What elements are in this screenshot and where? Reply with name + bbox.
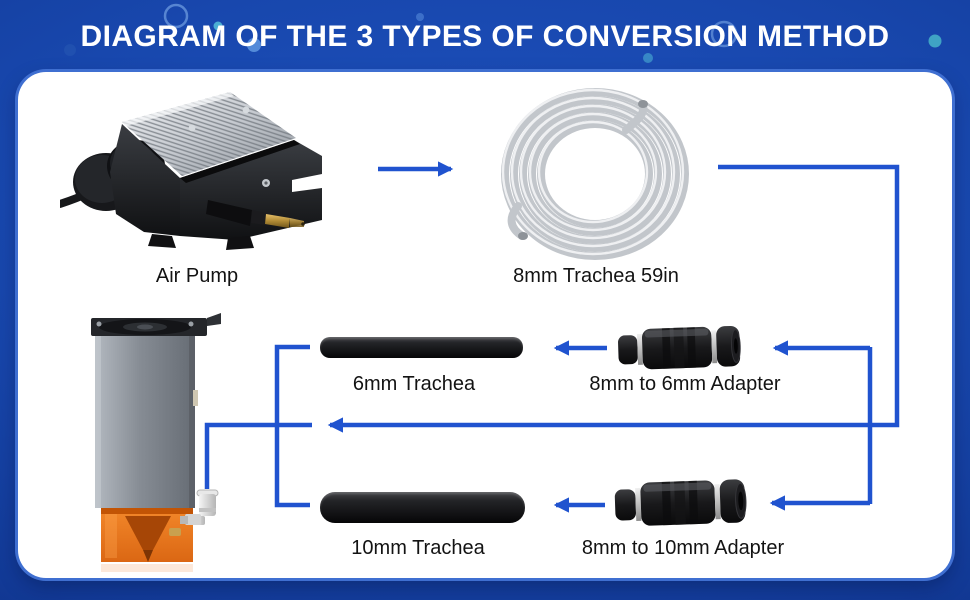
trachea-6mm-label: 6mm Trachea xyxy=(352,373,476,395)
laser-nozzle-cone xyxy=(125,516,171,550)
tube-coil-image xyxy=(501,88,689,260)
module-body xyxy=(95,336,195,508)
brass-nozzle xyxy=(265,214,290,228)
tube-10mm-image xyxy=(320,492,525,523)
air-pump-image xyxy=(60,92,322,250)
trachea-8mm-label: 8mm Trachea 59in xyxy=(513,265,679,287)
page-title: DIAGRAM OF THE 3 TYPES OF CONVERSION MET… xyxy=(80,20,890,53)
adapter-8-to-6-label: 8mm to 6mm Adapter xyxy=(589,373,781,395)
laser-module-image xyxy=(91,313,221,572)
trachea-10mm-label: 10mm Trachea xyxy=(351,537,485,559)
air-elbow-fitting xyxy=(199,494,216,516)
air-pump-label: Air Pump xyxy=(155,265,239,287)
adapter-8-to-6-image xyxy=(618,325,741,370)
tube-6mm-image xyxy=(320,337,523,358)
line-coil-to-laser xyxy=(327,164,900,433)
line-tube-branch xyxy=(274,344,310,508)
adapter-8-to-10-label: 8mm to 10mm Adapter xyxy=(581,537,785,559)
adapter-8-to-10-image xyxy=(614,479,747,526)
